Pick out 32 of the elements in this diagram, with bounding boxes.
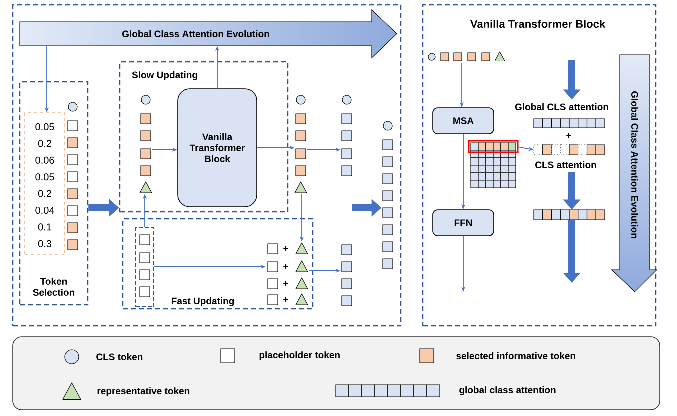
node-label: Global CLS attention: [515, 104, 608, 110]
legend-text: selected informative token: [456, 352, 576, 360]
node-label: +: [284, 281, 288, 286]
legend-text: representative token: [98, 388, 190, 396]
dashed-token-column: [136, 228, 154, 308]
node-label: +: [284, 246, 288, 252]
dashed-panel: [12, 4, 402, 327]
node-label: +: [284, 297, 288, 302]
attention-row-drawing: Global CLS attention: [515, 104, 608, 128]
node-label: +: [284, 264, 288, 270]
token-column-drawing: [342, 95, 352, 176]
token-column-drawing: [140, 95, 152, 194]
token-row-drawing: [428, 52, 506, 62]
attention-row-drawing: CLS attention: [534, 144, 606, 168]
token-column-drawing: [382, 121, 394, 270]
token-column-drawing: [68, 102, 78, 250]
score-box: 0.05 0.2 0.06 0.05 0.2 0.04 0.1 0.3: [24, 112, 66, 256]
block-box: MSA: [432, 108, 494, 134]
token-column-drawing: [342, 244, 352, 306]
arrow-band: Global Class Attention Evolution: [20, 9, 398, 59]
legend-text: CLS token: [96, 354, 143, 360]
token-column-drawing: [294, 95, 308, 194]
block-box: FFN: [432, 210, 494, 236]
block-box: Vanilla Transformer Block: [178, 88, 258, 208]
attention-row-drawing: [534, 210, 606, 220]
plus-sign: +: [566, 133, 572, 138]
attention-matrix-drawing: [468, 140, 519, 188]
token-sum-drawing: + + + +: [268, 242, 308, 306]
node-label: CLS attention: [536, 162, 596, 168]
legend-text: placeholder token: [260, 352, 340, 360]
legend-text: global class attention: [460, 386, 556, 396]
arrow-band: Global Class Attention Evolution: [611, 54, 658, 292]
